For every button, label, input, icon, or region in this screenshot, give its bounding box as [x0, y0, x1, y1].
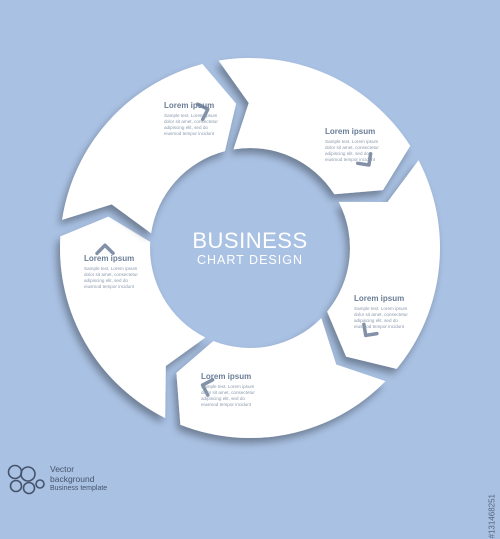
segment-4-title: Lorem ipsum [201, 372, 252, 381]
chevron-right-icon [355, 152, 373, 167]
stock-id-watermark: #131468251 [487, 494, 496, 539]
segments-layer [59, 58, 440, 439]
vector-ai-eps-icon [7, 464, 45, 495]
segment-4-text: Sample text. Lorem ipsum dolor sit amet,… [201, 384, 255, 407]
chevron-right-icon [200, 378, 215, 397]
footer-line-2: background [50, 474, 95, 484]
chevron-right-icon [195, 102, 210, 122]
cycle-segment-1 [218, 58, 411, 195]
segment-2-title: Lorem ipsum [325, 127, 376, 136]
chevrons-layer [95, 102, 379, 397]
center-subtitle: CHART DESIGN [196, 253, 303, 267]
segment-3-title: Lorem ipsum [354, 294, 405, 303]
center-title: BUSINESS [192, 228, 308, 253]
chevron-right-icon [95, 243, 115, 256]
footer-line-1: Vector [50, 464, 75, 474]
cycle-segment-4 [59, 216, 206, 419]
segment-1-text: Sample text. Lorem ipsum dolor sit amet,… [164, 113, 218, 136]
segment-5-title: Lorem ipsum [84, 254, 135, 263]
cycle-segment-5 [62, 64, 237, 234]
footer-text: Vector background Business template [50, 464, 107, 494]
segment-3-text: Sample text. Lorem ipsum dolor sit amet,… [354, 306, 408, 329]
footer-line-3: Business template [50, 485, 108, 492]
segment-1-title: Lorem ipsum [164, 101, 215, 110]
segment-5-text: Sample text. Lorem ipsum dolor sit amet,… [84, 266, 138, 289]
cycle-segment-2 [327, 160, 440, 369]
cycle-diagram [59, 58, 440, 439]
chevron-right-icon [362, 322, 379, 338]
cycle-segment-3 [176, 318, 386, 439]
segment-2-text: Sample text. Lorem ipsum dolor sit amet,… [325, 139, 379, 162]
